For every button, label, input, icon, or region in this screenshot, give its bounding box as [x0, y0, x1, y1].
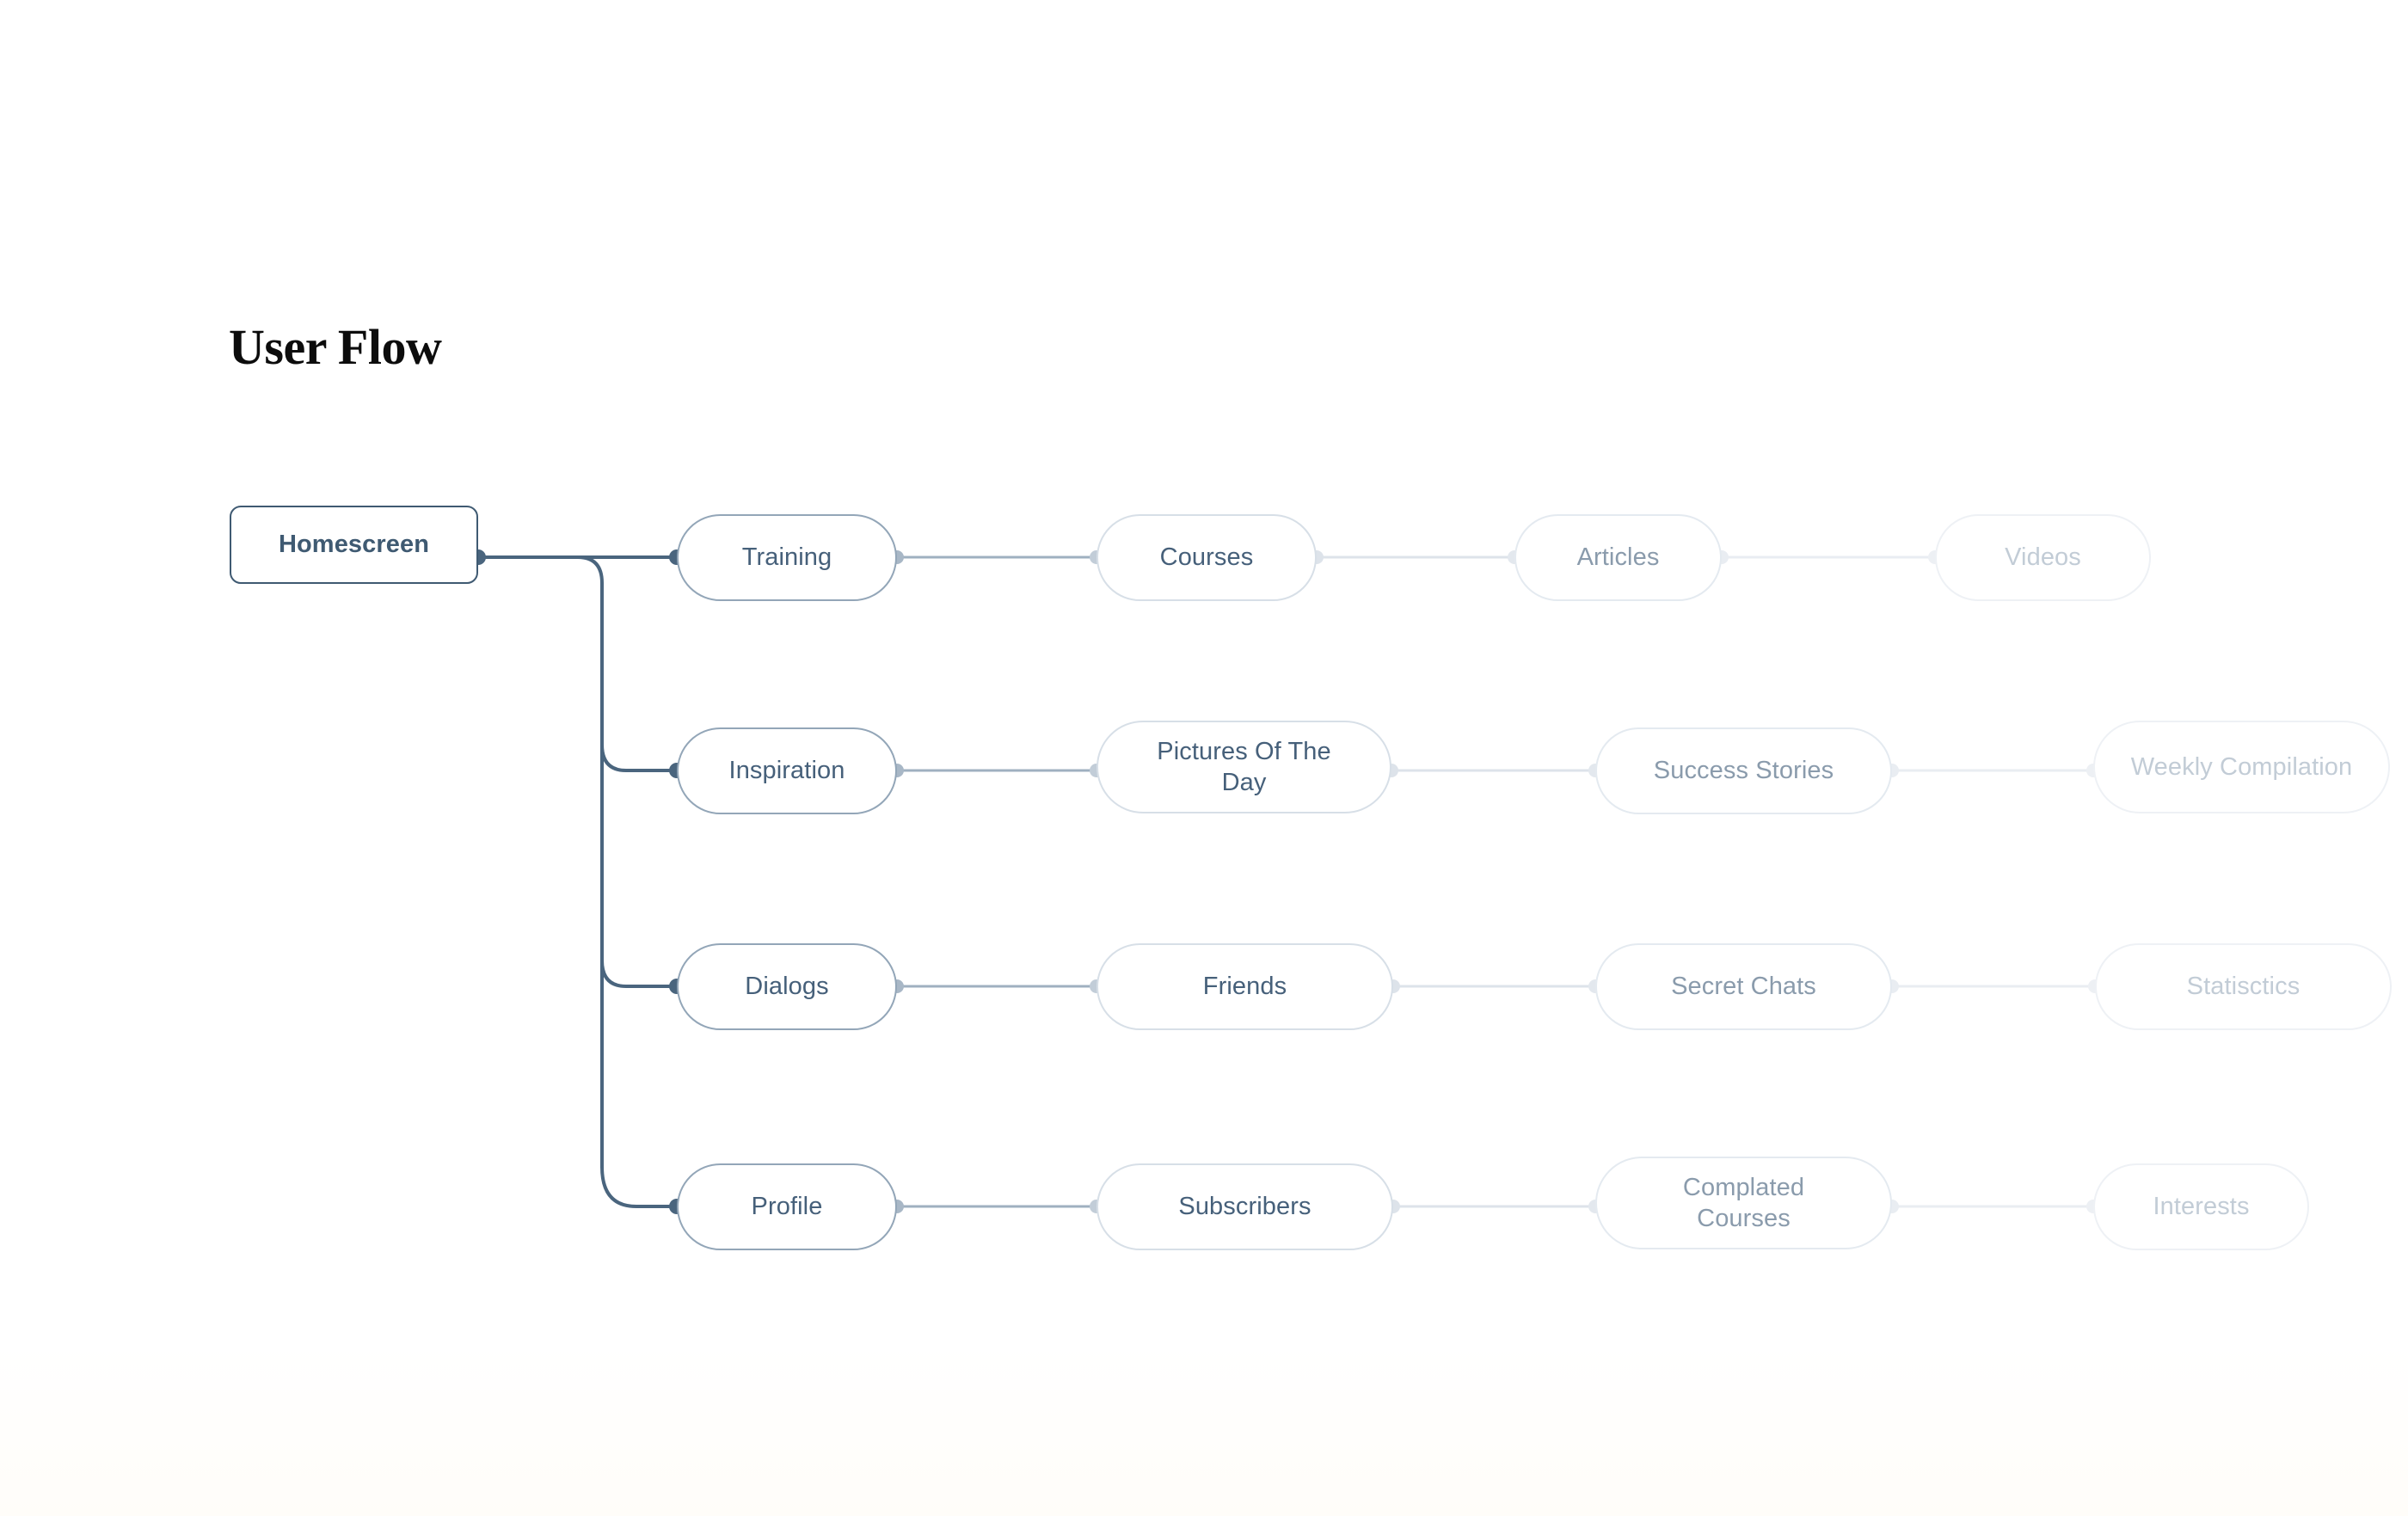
node-friends[interactable]: Friends — [1096, 943, 1393, 1030]
node-label: Statisctics — [2186, 973, 2300, 1001]
node-label: Subscribers — [1178, 1193, 1312, 1221]
node-subscribers[interactable]: Subscribers — [1096, 1163, 1393, 1250]
node-label: Profile — [751, 1193, 823, 1221]
node-training[interactable]: Training — [677, 514, 897, 601]
node-label: Complated Courses — [1682, 1173, 1805, 1232]
node-label: Courses — [1159, 543, 1254, 572]
node-interests[interactable]: Interests — [2093, 1163, 2309, 1250]
node-label: Articles — [1576, 543, 1660, 572]
node-label: Pictures Of The Day — [1157, 737, 1331, 796]
node-secret-chats[interactable]: Secret Chats — [1595, 943, 1892, 1030]
node-videos[interactable]: Videos — [1935, 514, 2151, 601]
node-label: Interests — [2153, 1193, 2250, 1221]
node-label: Friends — [1202, 973, 1287, 1001]
node-pictures-of-the-day[interactable]: Pictures Of The Day — [1096, 721, 1391, 813]
node-inspiration[interactable]: Inspiration — [677, 727, 897, 814]
node-label: Secret Chats — [1671, 973, 1816, 1001]
node-courses[interactable]: Courses — [1096, 514, 1317, 601]
node-complated-courses[interactable]: Complated Courses — [1595, 1157, 1892, 1249]
node-label: Inspiration — [728, 757, 845, 785]
node-label: Success Stories — [1653, 757, 1834, 785]
node-success-stories[interactable]: Success Stories — [1595, 727, 1892, 814]
node-label: Videos — [2005, 543, 2081, 572]
node-weekly-compilation[interactable]: Weekly Compilation — [2093, 721, 2390, 813]
node-statisctics[interactable]: Statisctics — [2095, 943, 2392, 1030]
page-title: User Flow — [229, 319, 442, 375]
node-label: Weekly Compilation — [2130, 752, 2353, 781]
node-label: Training — [741, 543, 832, 572]
node-label: Homescreen — [278, 531, 430, 559]
node-dialogs[interactable]: Dialogs — [677, 943, 897, 1030]
node-profile[interactable]: Profile — [677, 1163, 897, 1250]
node-articles[interactable]: Articles — [1514, 514, 1722, 601]
node-homescreen[interactable]: Homescreen — [230, 506, 478, 584]
node-label: Dialogs — [745, 973, 829, 1001]
